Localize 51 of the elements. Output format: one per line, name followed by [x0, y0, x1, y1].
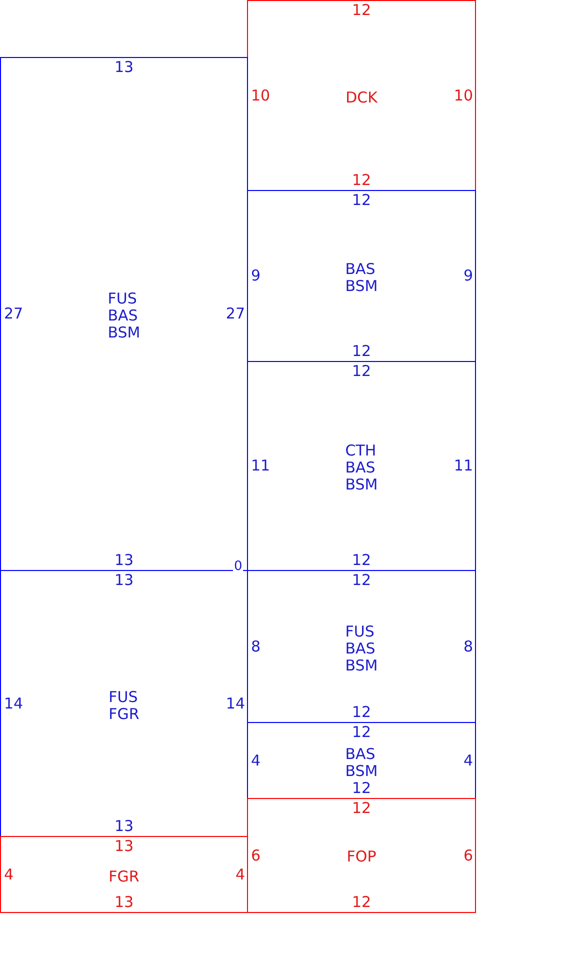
dimension-label: 27: [226, 306, 245, 322]
dimension-label: 12: [352, 172, 372, 189]
area-box: [247, 190, 476, 362]
dimension-label: 8: [463, 638, 473, 655]
area-box: [247, 798, 476, 913]
dimension-label: 13: [114, 818, 134, 835]
dimension-label: 12: [352, 343, 372, 360]
area-code-label: BAS BSM: [345, 261, 378, 295]
dimension-label: 6: [251, 847, 261, 864]
dimension-label: 13: [114, 838, 134, 855]
area-code-label: FGR: [108, 868, 140, 886]
dimension-label: 11: [454, 458, 473, 474]
area-code-label: FUS BAS BSM: [345, 624, 378, 674]
dimension-label: 12: [352, 780, 372, 797]
dimension-label: 4: [4, 866, 14, 883]
dimension-label: 13: [114, 552, 134, 569]
area-code-label: FOP: [346, 848, 376, 866]
dimension-label: 14: [226, 695, 245, 712]
dimension-label: 4: [235, 866, 245, 883]
dimension-label: 9: [251, 268, 261, 284]
dimension-label: 0: [233, 560, 244, 574]
area-code-label: BAS BSM: [345, 746, 378, 780]
area-box: [247, 0, 476, 191]
area-code-label: FUS BAS BSM: [108, 290, 140, 342]
area-code-label: FUS FGR: [108, 689, 140, 723]
dimension-label: 14: [4, 695, 24, 712]
dimension-label: 4: [463, 752, 473, 769]
dimension-label: 12: [352, 800, 372, 817]
area-code-label: CTH BAS BSM: [345, 442, 378, 494]
dimension-label: 12: [352, 2, 372, 19]
dimension-label: 27: [4, 306, 24, 322]
dimension-label: 10: [454, 87, 473, 104]
area-code-label: DCK: [346, 90, 378, 106]
dimension-label: 12: [352, 704, 372, 721]
dimension-label: 9: [463, 268, 473, 284]
dimension-label: 13: [114, 894, 134, 911]
dimension-label: 13: [114, 59, 134, 76]
dimension-label: 12: [352, 894, 372, 911]
dimension-label: 12: [352, 192, 372, 209]
dimension-label: 10: [251, 87, 270, 104]
area-box: [0, 836, 248, 913]
dimension-label: 12: [352, 552, 372, 569]
area-box: [0, 57, 248, 571]
dimension-label: 13: [114, 572, 134, 589]
dimension-label: 12: [352, 363, 372, 380]
dimension-label: 6: [463, 847, 473, 864]
dimension-label: 12: [352, 724, 372, 741]
dimension-label: 11: [251, 458, 270, 474]
dimension-label: 4: [251, 752, 261, 769]
dimension-label: 8: [251, 638, 261, 655]
dimension-label: 12: [352, 572, 372, 589]
